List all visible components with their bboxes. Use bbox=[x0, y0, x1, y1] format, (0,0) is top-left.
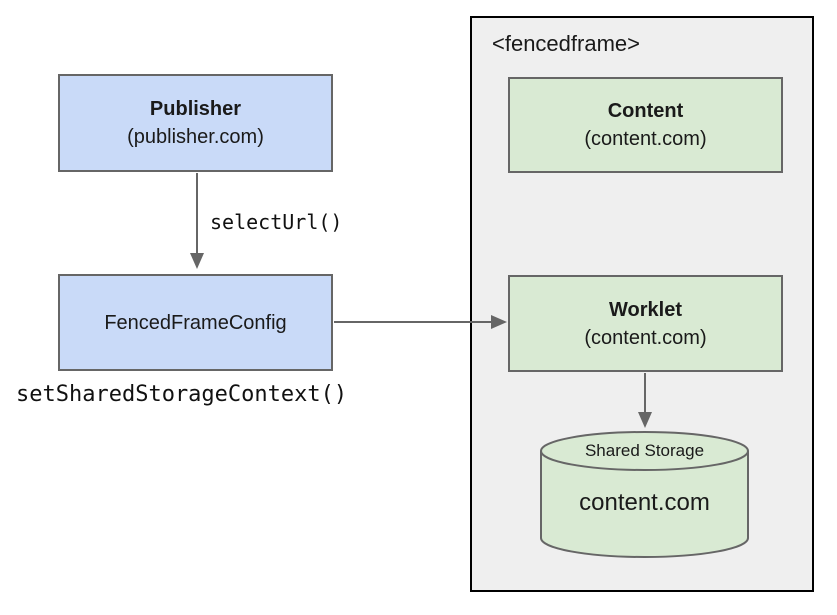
content-box: Content (content.com) bbox=[508, 77, 783, 173]
set-shared-storage-context-code-label: setSharedStorageContext() bbox=[16, 382, 348, 407]
publisher-box: Publisher (publisher.com) bbox=[58, 74, 333, 172]
arrow-publisher-to-config bbox=[190, 173, 204, 269]
content-subtitle: (content.com) bbox=[584, 128, 707, 150]
fenced-frame-config-title: FencedFrameConfig bbox=[104, 311, 287, 334]
content-title: Content bbox=[607, 100, 684, 122]
fencedframe-label: <fencedframe> bbox=[492, 31, 640, 56]
fenced-frame-config-box: FencedFrameConfig bbox=[58, 274, 333, 371]
worklet-subtitle: (content.com) bbox=[584, 326, 707, 349]
shared-storage-subtitle: content.com bbox=[579, 489, 710, 516]
select-url-code-label: selectUrl() bbox=[210, 210, 343, 234]
shared-storage-title: Shared Storage bbox=[584, 441, 705, 460]
publisher-subtitle: (publisher.com) bbox=[127, 126, 264, 148]
worklet-title: Worklet bbox=[609, 298, 682, 321]
worklet-box: Worklet (content.com) bbox=[508, 275, 783, 372]
publisher-title: Publisher bbox=[149, 98, 242, 120]
